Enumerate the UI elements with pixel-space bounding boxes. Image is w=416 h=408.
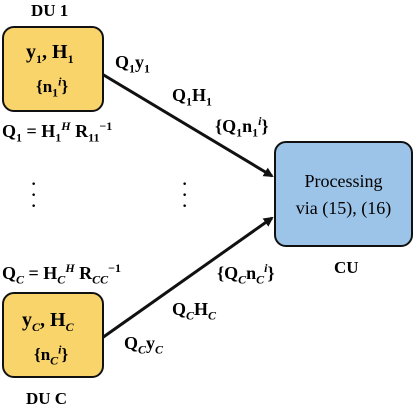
arrow-du1-to-cu — [101, 72, 274, 178]
duc-title: DU C — [26, 389, 68, 408]
label-qcyc: QCyC — [124, 333, 164, 357]
cu-label-line2: via (15), (16) — [295, 198, 392, 218]
arrow-duc-to-cu — [101, 216, 274, 340]
ellipsis-middle: ··· — [181, 171, 189, 218]
duc-noise-label: {nCi} — [34, 342, 69, 368]
label-qchc: QCHC — [172, 299, 217, 323]
qc-equation: QC = HCH RCC−1 — [2, 261, 122, 287]
cu-label-line1: Processing — [304, 171, 383, 191]
cu-title: CU — [334, 258, 359, 277]
duc-box: yC, HC {nCi} — [2, 292, 104, 378]
du1-box: y1, H1 {n1i} — [2, 26, 104, 112]
label-q1n1i: {Q1n1i} — [215, 114, 269, 140]
duc-signal-label: yC, HC — [22, 309, 74, 334]
label-q1h1: Q1H1 — [172, 85, 213, 109]
label-qcnci: {QCnCi} — [217, 261, 275, 287]
du1-title: DU 1 — [31, 1, 69, 20]
du1-noise-label: {n1i} — [36, 74, 69, 100]
cu-box: Processing via (15), (16) — [274, 141, 413, 247]
label-q1y1: Q1y1 — [115, 52, 151, 76]
du1-signal-label: y1, H1 — [26, 41, 74, 66]
ellipsis-left: ··· — [30, 171, 38, 218]
q1-equation: Q1 = H1H R11−1 — [2, 119, 113, 145]
